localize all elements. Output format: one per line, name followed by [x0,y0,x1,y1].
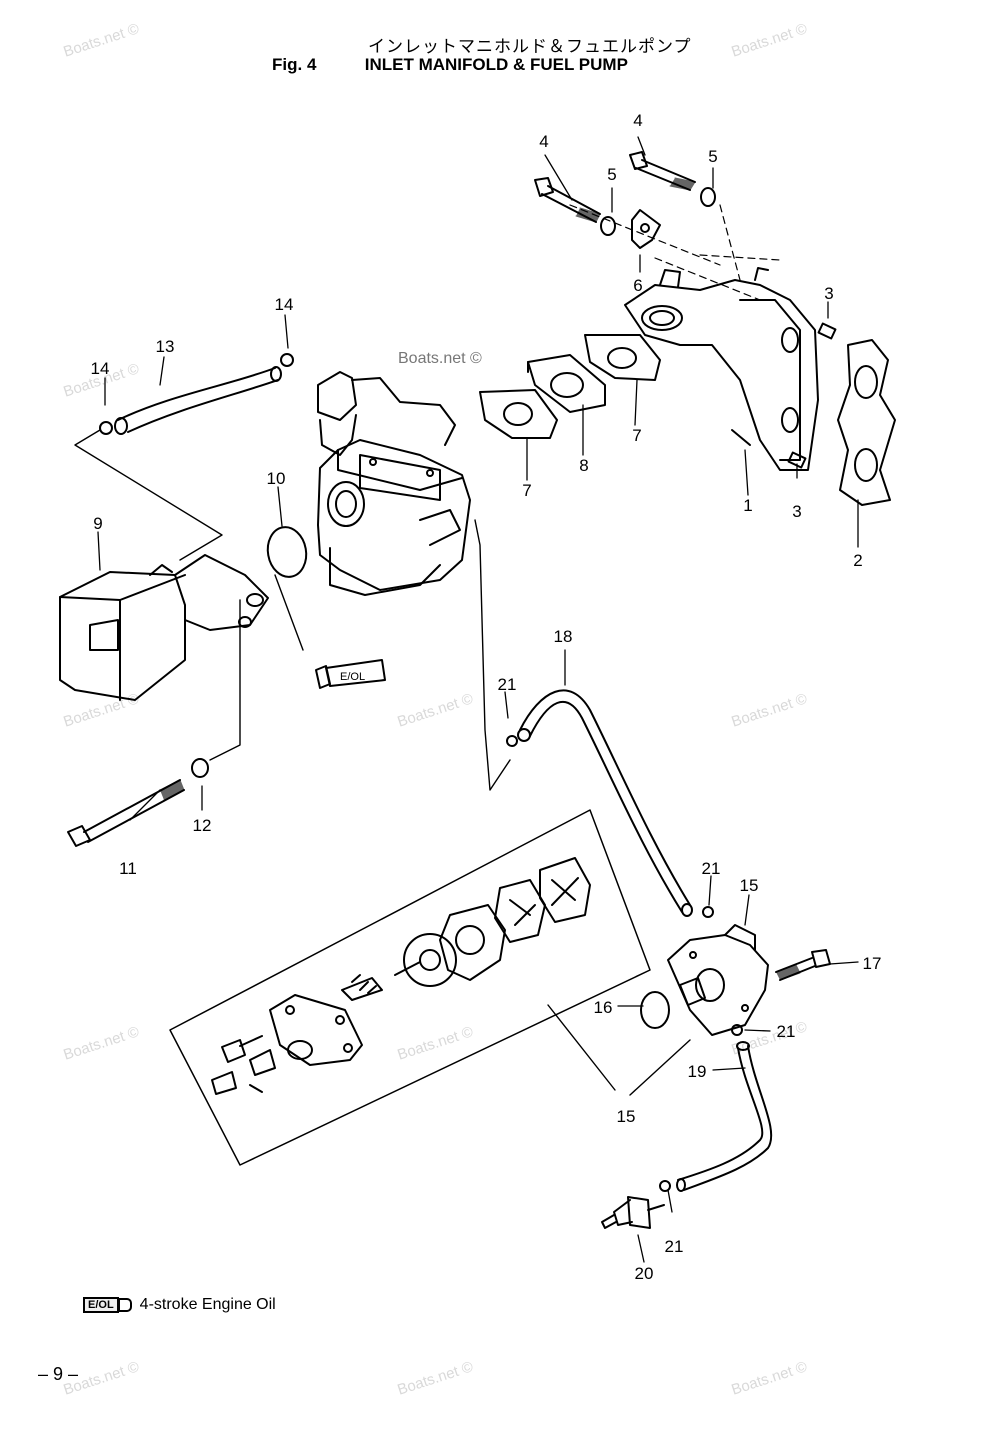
part-label-3: 3 [792,502,802,521]
bolt-part-4 [535,178,600,222]
part-label-6: 6 [633,276,643,295]
part-label-19: 19 [687,1062,707,1081]
part-label-4: 4 [633,111,643,130]
carburetor [318,372,470,595]
part-label-13: 13 [155,337,175,356]
title-japanese: インレットマニホルド＆フュエルポンプ [368,37,692,56]
figure-number: Fig. 4 [272,55,317,74]
oil-tube-icon: E/OL [83,1297,132,1313]
o-ring-part-16 [641,992,669,1028]
fuel-filter-part-20 [602,1197,664,1228]
part-label-8: 8 [579,456,589,475]
clip-part-14 [100,422,112,434]
washer-part-5 [601,217,615,235]
bolt-part-17 [776,950,830,980]
clip-part-14 [281,354,293,366]
figure-title: Fig. 4 INLET MANIFOLD & FUEL PUMP [272,55,628,75]
clip-part-21 [507,736,517,746]
part-label-1: 1 [743,496,753,515]
hose-part-19 [677,1042,771,1191]
clip-part-21 [660,1181,670,1191]
part-label-5: 5 [708,147,718,166]
part-label-5: 5 [607,165,617,184]
part-label-9: 9 [93,514,103,533]
silencer-part-9 [60,555,268,700]
part-label-21: 21 [664,1237,684,1256]
fuel-pump-exploded-box [170,810,650,1165]
part-label-14: 14 [274,295,294,314]
page-number: – 9 – [38,1364,79,1384]
part-label-11: 11 [119,859,137,878]
part-label-21: 21 [776,1022,796,1041]
watermark: Boats.net © [398,350,482,367]
washer-part-5 [701,188,715,206]
part-label-15: 15 [739,876,759,895]
legend-badge: E/OL [83,1297,119,1313]
part-label-18: 18 [553,627,573,646]
bracket-lines [75,430,690,1095]
legend-text: 4-stroke Engine Oil [139,1296,276,1313]
part-label-7: 7 [632,426,642,445]
dowel-pin-part-3 [819,324,836,339]
washer-part-12 [192,759,208,777]
fuel-pump-part-15 [668,925,768,1035]
part-label-16: 16 [593,998,613,1017]
part-label-3: 3 [824,284,834,303]
bolt-part-4 [630,152,695,190]
legend: E/OL 4-stroke Engine Oil [83,1296,276,1314]
leader-lines [98,137,858,1262]
part-label-10: 10 [266,469,286,488]
bolt-part-11 [68,780,184,846]
part-label-2: 2 [853,551,863,570]
part-label-4: 4 [539,132,549,151]
gasket-part-7 [585,335,660,380]
part-label-21: 21 [497,675,517,694]
part-label-7: 7 [522,481,532,500]
fuel-pump-internals [212,858,590,1094]
tube-label: E/OL [340,671,365,683]
hose-part-18 [518,690,692,916]
part-label-15: 15 [616,1107,636,1126]
bracket-part-6 [632,210,660,248]
gasket-part-7 [480,390,557,438]
part-label-21: 21 [701,859,721,878]
o-ring-part-10 [264,524,310,580]
inlet-manifold-part-1 [625,268,818,470]
part-label-14: 14 [90,359,110,378]
figure-name: INLET MANIFOLD & FUEL PUMP [364,55,628,74]
clip-part-21 [703,907,713,917]
part-label-12: 12 [192,816,212,835]
dowel-pin-part-3 [789,453,806,468]
part-label-17: 17 [862,954,882,973]
oil-tube-e-ol: E/OL [316,660,385,688]
clip-part-21 [732,1025,742,1035]
hose-part-13 [115,367,281,434]
assembly-dashes [570,205,780,300]
gasket-part-2 [838,340,895,505]
part-label-20: 20 [634,1264,654,1283]
insulator-part-8 [528,355,605,412]
